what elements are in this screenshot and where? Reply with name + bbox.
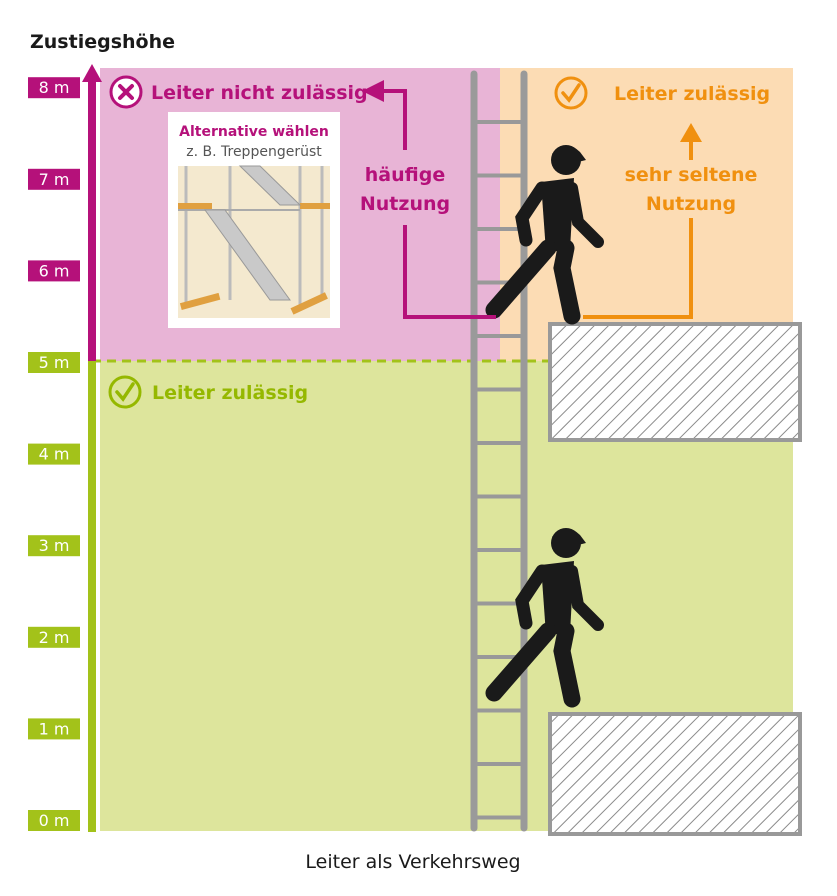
check-circle-icon — [554, 76, 588, 110]
tick-label: 6 m — [39, 261, 70, 280]
tick-label: 3 m — [39, 536, 70, 555]
arrow-left-icon — [362, 80, 384, 102]
frequent-use-label-2: Nutzung — [360, 193, 450, 215]
tick-badge — [28, 443, 80, 465]
tick-label: 2 m — [39, 628, 70, 647]
axis-ticks: 0 m 1 m 2 m 3 m 4 m 5 m 6 m 7 m 8 m — [28, 77, 80, 831]
tick-badge — [28, 535, 80, 557]
tick-label: 7 m — [39, 170, 70, 189]
tick-badge — [28, 810, 80, 831]
tick-badge — [28, 352, 80, 373]
rare-use-label-1: sehr seltene — [625, 164, 758, 186]
tick-label: 0 m — [39, 811, 70, 830]
upper-platform — [548, 322, 802, 442]
rare-use-label-2: Nutzung — [646, 193, 736, 215]
axis-arrow-icon — [82, 64, 102, 82]
tick-badge — [28, 260, 80, 282]
not-allowed-label: Leiter nicht zulässig — [151, 82, 368, 104]
x-circle-icon — [109, 75, 143, 109]
check-circle-icon — [108, 375, 142, 409]
alternative-title: Alternative wählen — [179, 124, 329, 140]
allowed-lower-label: Leiter zulässig — [152, 382, 308, 404]
allowed-upper-label: Leiter zulässig — [614, 83, 770, 105]
lower-platform — [548, 712, 802, 836]
tick-badge — [28, 168, 80, 190]
alternative-card: Alternative wählen z. B. Treppengerüst — [168, 112, 340, 328]
tick-label: 1 m — [39, 719, 70, 738]
tick-badge — [28, 77, 80, 99]
tick-label: 8 m — [39, 78, 70, 97]
axis-title: Zustiegshöhe — [30, 31, 175, 53]
frequent-use-label-1: häufige — [365, 164, 445, 186]
frequent-use-arrow — [378, 89, 496, 319]
tick-badge — [28, 626, 80, 648]
diagram-caption: Leiter als Verkehrsweg — [305, 851, 520, 873]
arrow-up-icon — [680, 123, 702, 142]
tick-label: 4 m — [39, 445, 70, 464]
alternative-subtitle: z. B. Treppengerüst — [186, 144, 322, 160]
tick-badge — [28, 718, 80, 740]
tick-label: 5 m — [39, 353, 70, 372]
stair-scaffold-image — [178, 165, 330, 318]
